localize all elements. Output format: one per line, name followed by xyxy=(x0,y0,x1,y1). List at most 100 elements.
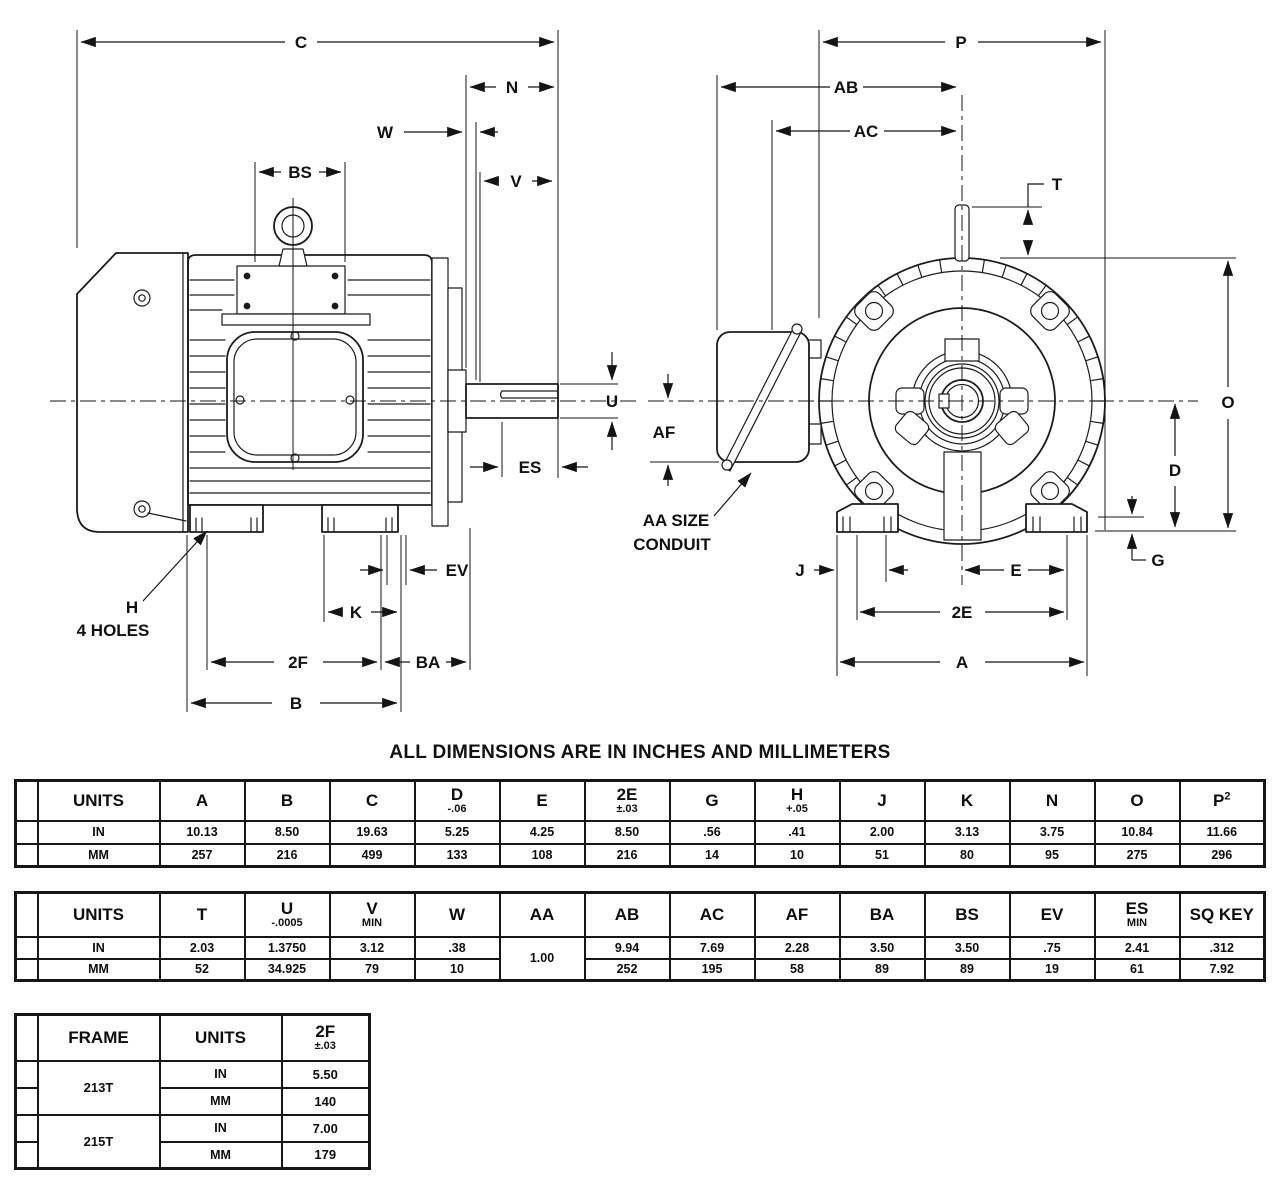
col-header-2e: 2E±.03 xyxy=(583,779,671,822)
value-cell: 89 xyxy=(923,957,1011,982)
table-row-215t-mm: MM 179 xyxy=(14,1140,371,1170)
value-cell: 52 xyxy=(158,957,246,982)
motor-end-view xyxy=(648,95,1198,585)
mounting-feet-side xyxy=(189,504,399,533)
dim-B: B xyxy=(190,694,398,713)
value-cell: 195 xyxy=(668,957,756,982)
col-header-a: A xyxy=(158,779,246,822)
mounting-feet-end xyxy=(836,503,1088,533)
spacer-cell xyxy=(14,957,39,982)
value-cell: 3.50 xyxy=(923,935,1011,960)
end-view-extension-lines xyxy=(650,30,1236,676)
value-cell: 2.28 xyxy=(753,935,841,960)
dim-label-c: C xyxy=(295,33,307,52)
value-cell: 51 xyxy=(838,842,926,868)
value-cell: 9.94 xyxy=(583,935,671,960)
col-header-o: O xyxy=(1093,779,1181,822)
table-row-in: IN 2.03 1.3750 3.12 .38 1.00 9.94 7.69 2… xyxy=(14,935,1266,982)
value-cell: 7.92 xyxy=(1178,957,1266,982)
side-view-extension-lines xyxy=(76,30,618,712)
spacer-cell xyxy=(14,1059,39,1089)
value-cell: 257 xyxy=(158,842,246,868)
dim-V: V xyxy=(483,172,553,191)
col-header-ac: AC xyxy=(668,891,756,938)
col-header-b: B xyxy=(243,779,331,822)
dim-W: W xyxy=(377,123,498,142)
value-cell: 79 xyxy=(328,957,416,982)
dim-2E: 2E xyxy=(859,603,1065,622)
dim-label-o: O xyxy=(1221,393,1234,412)
dim-E: E xyxy=(964,561,1065,580)
dim-T: T xyxy=(1022,175,1063,256)
value-cell: 3.12 xyxy=(328,935,416,960)
spacer-cell xyxy=(14,1013,39,1062)
dim-label-2e: 2E xyxy=(952,603,973,622)
value-cell: 61 xyxy=(1093,957,1181,982)
value-cell: 19 xyxy=(1008,957,1096,982)
dim-label-ev: EV xyxy=(446,561,469,580)
table-row-215t-in: 215T IN 7.00 xyxy=(14,1113,371,1170)
callout-aa-conduit: AA SIZE CONDUIT xyxy=(633,472,752,554)
value-cell: 296 xyxy=(1178,842,1266,868)
value-cell: 3.50 xyxy=(838,935,926,960)
value-cell: 108 xyxy=(498,842,586,868)
col-header-d: D-.06 xyxy=(413,779,501,822)
col-header-c: C xyxy=(328,779,416,822)
dim-BA: BA xyxy=(384,653,467,672)
col-header-u: U-.0005 xyxy=(243,891,331,938)
callout-4-holes: H 4 HOLES xyxy=(77,530,208,640)
value-cell: 19.63 xyxy=(328,819,416,845)
col-header-k: K xyxy=(923,779,1011,822)
dim-K: K xyxy=(327,603,398,622)
spacer-cell xyxy=(14,1140,39,1170)
side-view-dimensions: C N W BS V xyxy=(77,33,619,713)
value-cell: 7.69 xyxy=(668,935,756,960)
dim-P: P xyxy=(822,33,1102,52)
dim-D: D xyxy=(1169,403,1181,528)
value-cell: 80 xyxy=(923,842,1011,868)
header-main: H xyxy=(790,785,804,805)
conduit-box xyxy=(716,323,822,472)
header-main: P xyxy=(1213,790,1225,810)
value-cell: 3.13 xyxy=(923,819,1011,845)
value-cell: 179 xyxy=(280,1140,371,1170)
table-row: UNITS A B C D-.06 E 2E±.03 G H+.05 J K N… xyxy=(14,779,1266,822)
dim-label-j: J xyxy=(795,561,804,580)
label-4-holes: 4 HOLES xyxy=(77,621,150,640)
col-header-bs: BS xyxy=(923,891,1011,938)
value-cell: 133 xyxy=(413,842,501,868)
dim-label-2f: 2F xyxy=(288,653,308,672)
dim-label-n: N xyxy=(506,78,518,97)
value-cell: 10 xyxy=(413,957,501,982)
dim-BS: BS xyxy=(258,163,342,182)
dim-AF: AF xyxy=(653,374,675,486)
value-cell: 89 xyxy=(838,957,926,982)
value-cell: 5.25 xyxy=(413,819,501,845)
value-cell: 10 xyxy=(753,842,841,868)
nameplate xyxy=(226,331,364,463)
spacer-cell xyxy=(14,842,39,868)
value-cell: 4.25 xyxy=(498,819,586,845)
dim-label-bs: BS xyxy=(288,163,312,182)
header-tolerance: ±.03 xyxy=(314,1040,336,1053)
frame-cell: 213T xyxy=(36,1059,161,1116)
header-tolerance: -.06 xyxy=(447,803,467,816)
spacer-cell xyxy=(14,1086,39,1116)
table-row-mm: MM 52 34.925 79 10 252 195 58 89 89 19 6… xyxy=(14,957,1266,982)
dim-G: G xyxy=(1126,496,1165,570)
table-inches-mm: UNITS A B C D-.06 E 2E±.03 G H+.05 J K N… xyxy=(14,779,1266,868)
unit-cell: MM xyxy=(36,842,161,868)
value-cell: 252 xyxy=(583,957,671,982)
dim-2F: 2F xyxy=(210,653,378,672)
dim-label-a: A xyxy=(956,653,968,672)
dim-label-ba: BA xyxy=(416,653,441,672)
col-header-ev: EV xyxy=(1008,891,1096,938)
dim-label-w: W xyxy=(377,123,394,142)
technical-drawing: C N W BS V xyxy=(50,30,1236,713)
value-cell: 2.41 xyxy=(1093,935,1181,960)
header-main: D xyxy=(450,785,464,805)
col-header-units: UNITS xyxy=(36,779,161,822)
value-cell: 10.84 xyxy=(1093,819,1181,845)
value-cell: 499 xyxy=(328,842,416,868)
